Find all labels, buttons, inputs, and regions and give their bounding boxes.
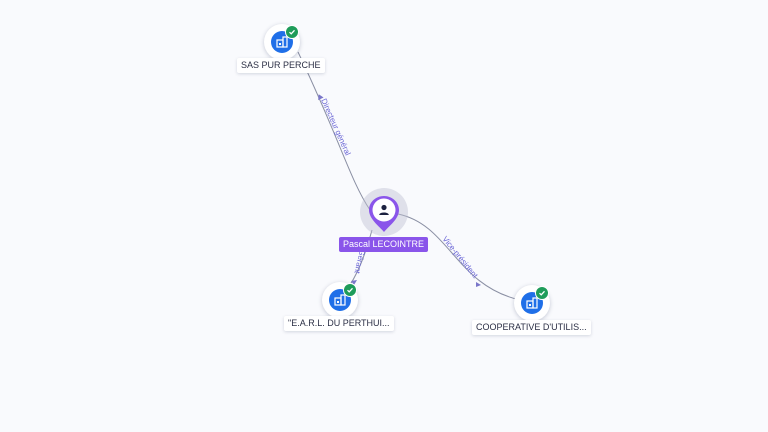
company-node-earl-du-perthui[interactable] xyxy=(322,282,362,322)
edge-arrow-icon xyxy=(318,94,324,101)
person-icon xyxy=(379,204,389,215)
person-pin xyxy=(369,196,399,232)
edge-label-vice-president: Vice-président xyxy=(440,235,480,281)
edge-directeur-general xyxy=(297,51,371,211)
company-label[interactable]: SAS PUR PERCHE xyxy=(237,58,325,73)
edge-label-directeur-general: Directeur général xyxy=(319,97,352,157)
edge-arrow-icon xyxy=(351,280,357,285)
person-node-center[interactable] xyxy=(360,188,408,240)
check-icon xyxy=(535,286,549,300)
edge-label-gerant: Gérant xyxy=(352,249,366,276)
check-icon xyxy=(343,283,357,297)
person-label[interactable]: Pascal LECOINTRE xyxy=(339,237,429,252)
edge-arrow-icon xyxy=(476,282,481,287)
check-icon xyxy=(285,25,299,39)
company-node-sas-pur-perche[interactable] xyxy=(264,24,304,84)
edge-vice-president xyxy=(397,213,521,301)
company-label[interactable]: "E.A.R.L. DU PERTHUI... xyxy=(284,316,394,331)
company-label[interactable]: COOPERATIVE D'UTILIS... xyxy=(472,320,591,335)
company-node-cooperative[interactable] xyxy=(514,285,554,325)
